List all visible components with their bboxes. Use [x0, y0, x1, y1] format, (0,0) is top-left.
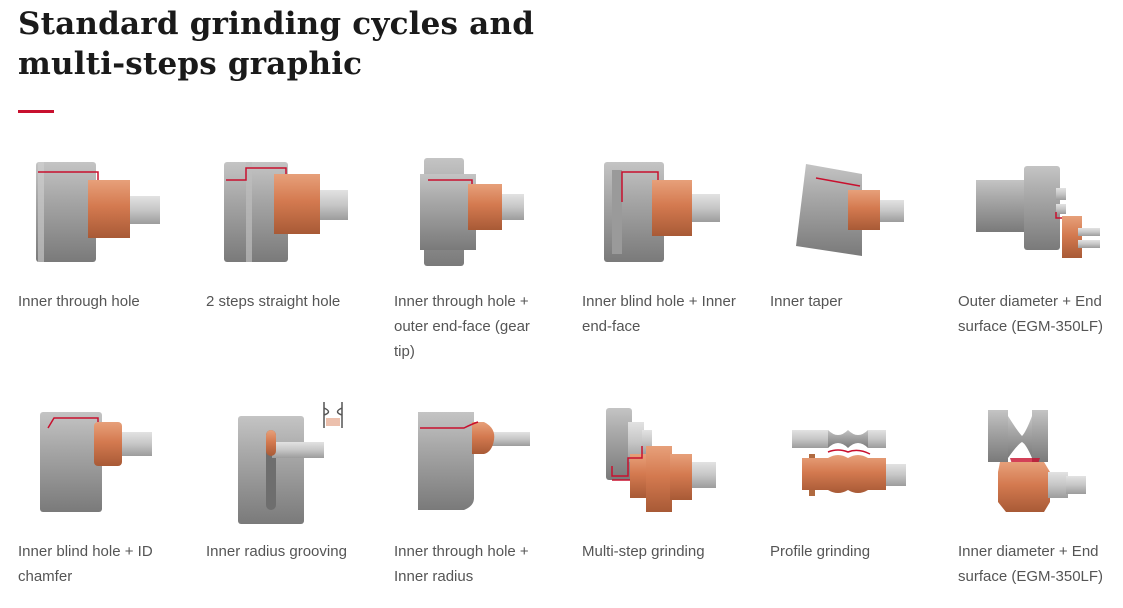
cycle-card: Multi-step grinding — [582, 402, 760, 560]
inner-taper-icon — [796, 164, 904, 256]
page-title-line-1: Standard grinding cycles and — [18, 6, 535, 42]
cycle-card: Inner radius grooving — [206, 402, 384, 560]
cycle-card: 2 steps straight hole — [206, 152, 384, 310]
page-title: Standard grinding cycles and multi-steps… — [18, 4, 538, 84]
cycle-card: Profile grinding — [770, 402, 948, 560]
cycle-card: Inner blind hole + ID chamfer — [18, 402, 196, 585]
title-accent-underline — [18, 110, 54, 113]
cycle-card: Inner blind hole + Inner end-face — [582, 152, 760, 335]
inner-through-hole-icon — [36, 162, 160, 262]
cycle-label: Inner through hole — [18, 293, 140, 310]
two-steps-straight-hole-icon — [224, 162, 348, 262]
inner-through-hole-inner-radius-icon — [418, 412, 530, 510]
inner-through-hole-outer-end-face-icon — [420, 158, 524, 266]
inner-radius-grooving-icon — [238, 402, 343, 524]
cycle-label: Profile grinding — [770, 543, 871, 560]
cycle-label: Multi-step grinding — [582, 543, 705, 560]
cycle-card: Inner through hole + outer end-face (gea… — [394, 152, 572, 360]
cycle-card: Inner diameter + End surface (EGM-350LF) — [958, 402, 1123, 585]
cycle-label: Inner diameter + End surface (EGM-350LF) — [958, 543, 1104, 585]
cycle-label: Inner through hole + Inner radius — [394, 543, 529, 585]
profile-grinding-icon — [792, 430, 906, 496]
cycle-label: Outer diameter + End surface (EGM-350LF) — [958, 293, 1104, 335]
outer-diameter-end-surface-icon — [976, 166, 1100, 258]
cycle-label: Inner through hole + outer end-face (gea… — [394, 293, 530, 360]
cycle-label: 2 steps straight hole — [206, 293, 341, 310]
cycle-card: Inner through hole + Inner radius — [394, 402, 572, 585]
cycle-card: Inner taper — [770, 152, 948, 310]
cycle-card: Inner through hole — [18, 152, 196, 310]
cycle-label: Inner blind hole + ID chamfer — [18, 543, 153, 585]
inner-blind-hole-end-face-icon — [604, 162, 720, 262]
inner-diameter-end-surface-icon — [988, 410, 1086, 512]
page-title-line-2: multi-steps graphic — [18, 46, 363, 82]
multi-step-grinding-icon — [606, 408, 716, 512]
cycle-label: Inner blind hole + Inner end-face — [582, 293, 736, 335]
cycle-label: Inner taper — [770, 293, 843, 310]
cycle-label: Inner radius grooving — [206, 543, 347, 560]
inner-blind-hole-id-chamfer-icon — [40, 412, 152, 512]
cycle-card: Outer diameter + End surface (EGM-350LF) — [958, 152, 1123, 335]
